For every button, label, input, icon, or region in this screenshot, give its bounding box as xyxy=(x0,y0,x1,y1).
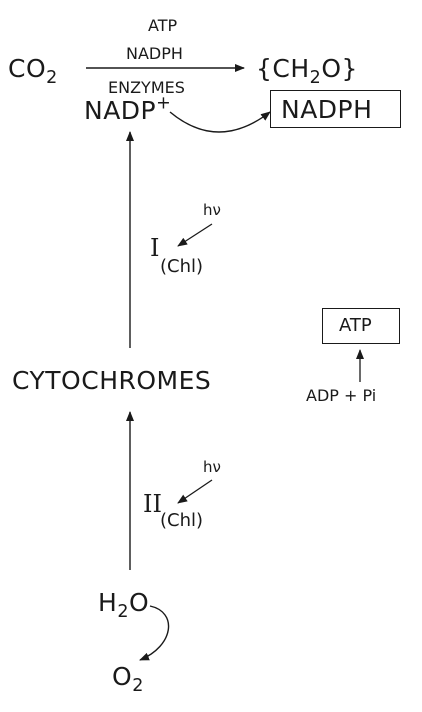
nadph-box: NADPH xyxy=(270,90,401,128)
atp-label: ATP xyxy=(339,315,372,336)
ps2-light-label: hν xyxy=(203,458,221,476)
water-oxidation-arrow xyxy=(139,605,170,661)
ps2-numeral: II xyxy=(143,490,162,518)
ps2-chl-label: (Chl) xyxy=(160,510,204,531)
ps1-light-label: hν xyxy=(203,201,221,219)
cofactor-nadph: NADPH xyxy=(126,44,183,63)
carbohydrate-label: {CH2O} xyxy=(256,54,358,89)
atp-box: ATP xyxy=(322,308,400,344)
light-arrow-ps2 xyxy=(177,479,213,504)
oxygen-label: O2 xyxy=(112,662,144,697)
water-label: H2O xyxy=(98,588,150,623)
nadph-label: NADPH xyxy=(281,95,373,124)
ps1-chl-label: (Chl) xyxy=(160,256,204,277)
enzymes-label: ENZYMES xyxy=(108,78,185,97)
nadp-label: NADP+ xyxy=(84,93,172,125)
light-arrow-ps1 xyxy=(177,223,213,247)
co2-label: CO2 xyxy=(8,54,58,89)
cytochromes-label: CYTOCHROMES xyxy=(12,366,212,395)
adp-pi-label: ADP + Pi xyxy=(306,386,377,405)
cofactor-atp: ATP xyxy=(148,16,178,35)
ps1-numeral: I xyxy=(150,234,160,262)
nadp-reduction-arrow xyxy=(169,111,271,133)
